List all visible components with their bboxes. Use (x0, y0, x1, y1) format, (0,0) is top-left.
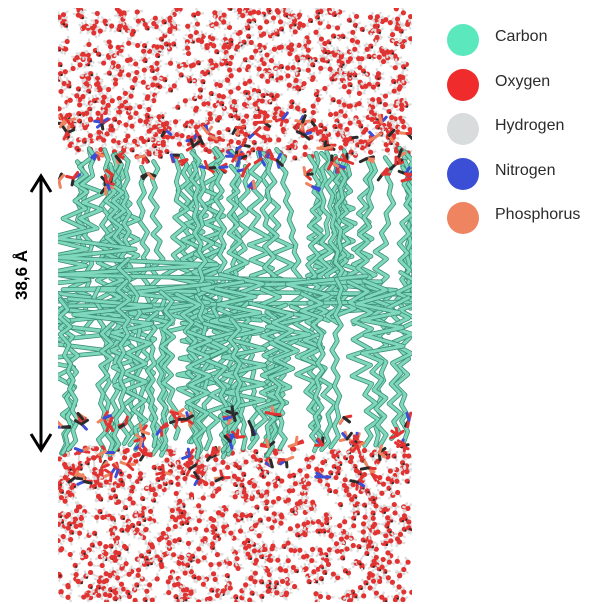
legend-label: Oxygen (495, 72, 551, 90)
lipid-bilayer-render (58, 8, 412, 602)
membrane-simulation-image (58, 8, 412, 602)
atom-legend: Carbon Oxygen Hydrogen Nitrogen Phosphor… (447, 22, 602, 245)
nitrogen-swatch (447, 157, 479, 190)
lipid-headgroups (58, 110, 412, 491)
phosphorus-swatch (447, 202, 479, 234)
arrow-head-bottom (29, 433, 53, 453)
legend-item-phosphorus: Phosphorus (447, 200, 602, 245)
legend-item-oxygen: Oxygen (447, 67, 602, 112)
carbon-swatch (447, 24, 479, 56)
thickness-arrow (29, 173, 53, 453)
thickness-label: 38,6 Å (12, 249, 31, 300)
legend-item-hydrogen: Hydrogen (447, 111, 602, 156)
legend-label: Hydrogen (495, 117, 565, 134)
legend-item-nitrogen: Nitrogen (447, 156, 602, 201)
lipid-tails (58, 145, 412, 460)
hydrogen-swatch (447, 113, 479, 145)
legend-label: Phosphorus (495, 206, 581, 223)
legend-label: Nitrogen (495, 161, 556, 179)
legend-item-carbon: Carbon (447, 22, 602, 67)
legend-label: Carbon (495, 28, 548, 45)
arrow-head-top (29, 173, 53, 193)
oxygen-swatch (447, 68, 479, 101)
